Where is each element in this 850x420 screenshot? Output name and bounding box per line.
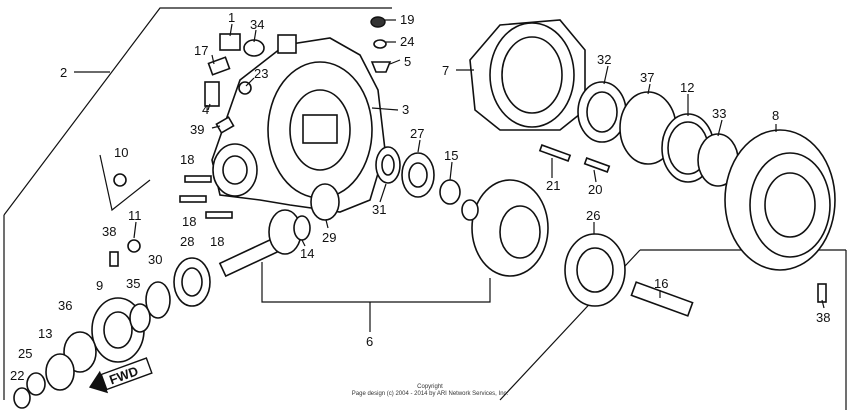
callout-25: 25 xyxy=(18,346,32,361)
callout-35: 35 xyxy=(126,276,140,291)
callout-33: 33 xyxy=(712,106,726,121)
pinion-shaft xyxy=(218,183,340,278)
bearing-set-lower xyxy=(145,257,211,319)
callout-31: 31 xyxy=(372,202,386,217)
callout-labels: 1 34 19 24 5 17 23 2 4 3 39 7 32 37 12 3… xyxy=(10,10,830,383)
callout-26: 26 xyxy=(586,208,600,223)
callout-18-a: 18 xyxy=(180,152,194,167)
callout-13: 13 xyxy=(38,326,52,341)
callout-24: 24 xyxy=(400,34,414,49)
callout-23: 23 xyxy=(254,66,268,81)
transmission-case xyxy=(211,34,386,213)
callout-39: 39 xyxy=(190,122,204,137)
callout-27: 27 xyxy=(410,126,424,141)
callout-34: 34 xyxy=(250,17,264,32)
seal-set-right xyxy=(577,81,739,187)
callout-38-left: 38 xyxy=(102,224,116,239)
callout-36: 36 xyxy=(58,298,72,313)
callout-38-right: 38 xyxy=(816,310,830,325)
callout-18-c: 18 xyxy=(210,234,224,249)
callout-3: 3 xyxy=(402,102,409,117)
callout-16: 16 xyxy=(654,276,668,291)
copyright-line1: Copyright xyxy=(417,384,443,390)
small-fasteners-left xyxy=(109,173,141,267)
bolts-18 xyxy=(179,175,233,219)
callout-6: 6 xyxy=(366,334,373,349)
callout-17: 17 xyxy=(194,43,208,58)
callout-22: 22 xyxy=(10,368,24,383)
callout-29: 29 xyxy=(322,230,336,245)
pin-16 xyxy=(630,281,694,317)
callout-18-b: 18 xyxy=(182,214,196,229)
bolts-21-20 xyxy=(538,144,611,173)
callout-8: 8 xyxy=(772,108,779,123)
callout-5: 5 xyxy=(404,54,411,69)
bearing-set-upper xyxy=(375,146,461,205)
copyright-line2: Page design (c) 2004 - 2014 by ARI Netwo… xyxy=(351,391,509,397)
callout-12: 12 xyxy=(680,80,694,95)
callout-28: 28 xyxy=(180,234,194,249)
seal-26 xyxy=(564,233,626,307)
callout-30: 30 xyxy=(148,252,162,267)
bolt-38-right xyxy=(817,283,827,303)
callout-14: 14 xyxy=(300,246,314,261)
pinion-assembly xyxy=(13,297,151,409)
callout-21: 21 xyxy=(546,178,560,193)
callout-7: 7 xyxy=(442,63,449,78)
copyright-notice: Copyright Page design (c) 2004 - 2014 by… xyxy=(300,384,560,398)
callout-1: 1 xyxy=(228,10,235,25)
callout-4: 4 xyxy=(202,102,209,117)
cover-7 xyxy=(469,19,586,131)
callout-15: 15 xyxy=(444,148,458,163)
callout-37: 37 xyxy=(640,70,654,85)
callout-32: 32 xyxy=(597,52,611,67)
housing-8 xyxy=(724,129,836,271)
callout-20: 20 xyxy=(588,182,602,197)
callout-9: 9 xyxy=(96,278,103,293)
callout-11: 11 xyxy=(128,208,142,223)
callout-19: 19 xyxy=(400,12,414,27)
callout-10: 10 xyxy=(114,145,128,160)
callout-2: 2 xyxy=(60,65,67,80)
leader-lines xyxy=(74,19,825,332)
ring-gear xyxy=(461,179,549,277)
